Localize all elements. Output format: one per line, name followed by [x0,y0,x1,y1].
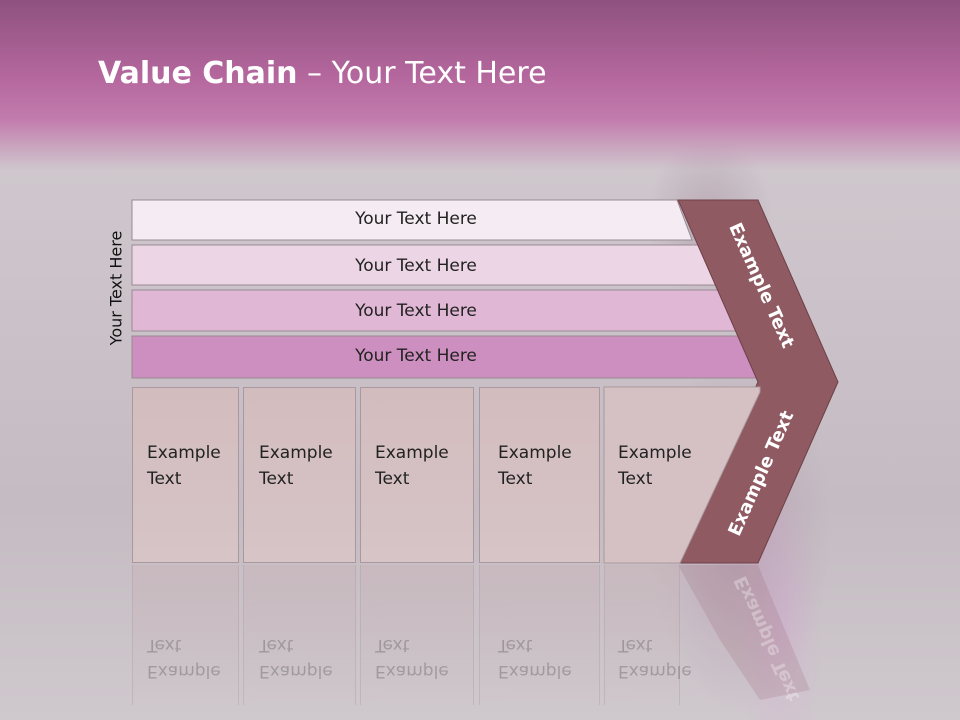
primary-box-4-reflection [479,565,600,705]
support-row-1-label: Your Text Here [355,209,477,229]
primary-box-5[interactable] [603,386,761,564]
primary-box-2[interactable] [243,387,356,563]
primary-box-3-label: Example Text [375,443,449,489]
primary-box-2-reflection-text: Example Text [259,635,333,681]
header-band [0,0,960,170]
primary-box-3-reflection-text: Example Text [375,635,449,681]
primary-box-1-label: Example Text [147,443,221,489]
primary-box-3[interactable] [360,387,474,563]
slide-title-bold: Value Chain [98,56,298,91]
primary-box-4[interactable] [479,387,600,563]
margin-chevron-reflection [678,565,810,700]
slide-title-rest: – Your Text Here [297,56,547,91]
primary-box-1-reflection-text: Example Text [147,635,221,681]
primary-box-1-reflection [132,565,239,705]
primary-box-4-label: Example Text [498,443,572,489]
support-row-2-label: Your Text Here [355,256,477,276]
primary-box-1[interactable] [132,387,239,563]
support-row-4-label: Your Text Here [355,346,477,366]
primary-box-5-reflection [604,565,680,705]
margin-chevron[interactable] [677,199,839,564]
slide-title: Value Chain – Your Text Here [98,54,547,94]
primary-box-5-reflection-text: Example Text [618,635,692,681]
primary-box-3-reflection [360,565,474,705]
primary-box-5-label: Example Text [618,443,692,489]
primary-box-2-label: Example Text [259,443,333,489]
primary-box-4-reflection-text: Example Text [498,635,572,681]
primary-box-2-reflection [243,565,356,705]
support-row-1[interactable] [131,199,693,241]
support-row-3-label: Your Text Here [355,301,477,321]
